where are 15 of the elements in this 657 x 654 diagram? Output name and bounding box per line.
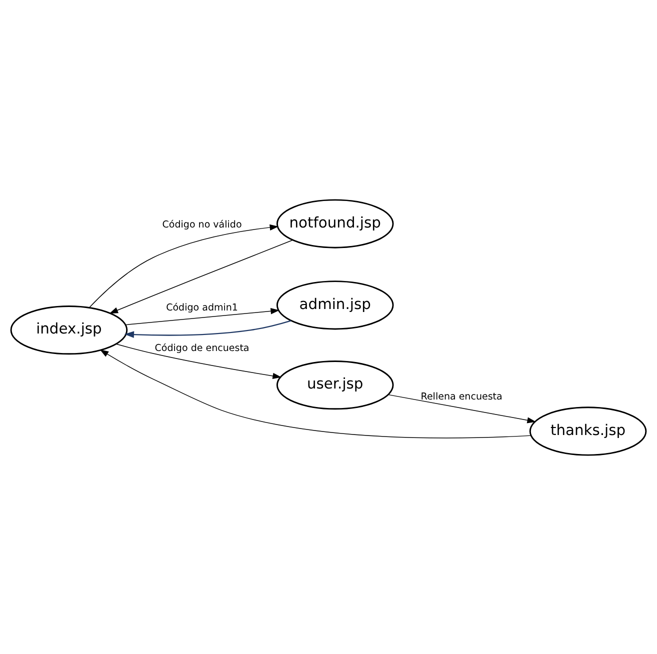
node-ellipse: admin.jsp [276,280,394,330]
edge-label: Código admin1 [166,302,238,314]
node-ellipse: user.jsp [276,360,394,410]
arrow [125,308,280,325]
node-ellipse: thanks.jsp [529,406,647,456]
arrow [388,394,536,423]
edge-label: Código no válido [162,219,242,230]
arrow [89,224,279,308]
arrow [109,239,293,314]
edge-label: Rellena encuesta [420,390,502,402]
edge-label: Código de encuesta [154,342,250,354]
arrow [124,320,292,338]
arrow [116,343,282,378]
node-ellipse: notfound.jsp [276,198,394,248]
arrow [100,349,532,438]
